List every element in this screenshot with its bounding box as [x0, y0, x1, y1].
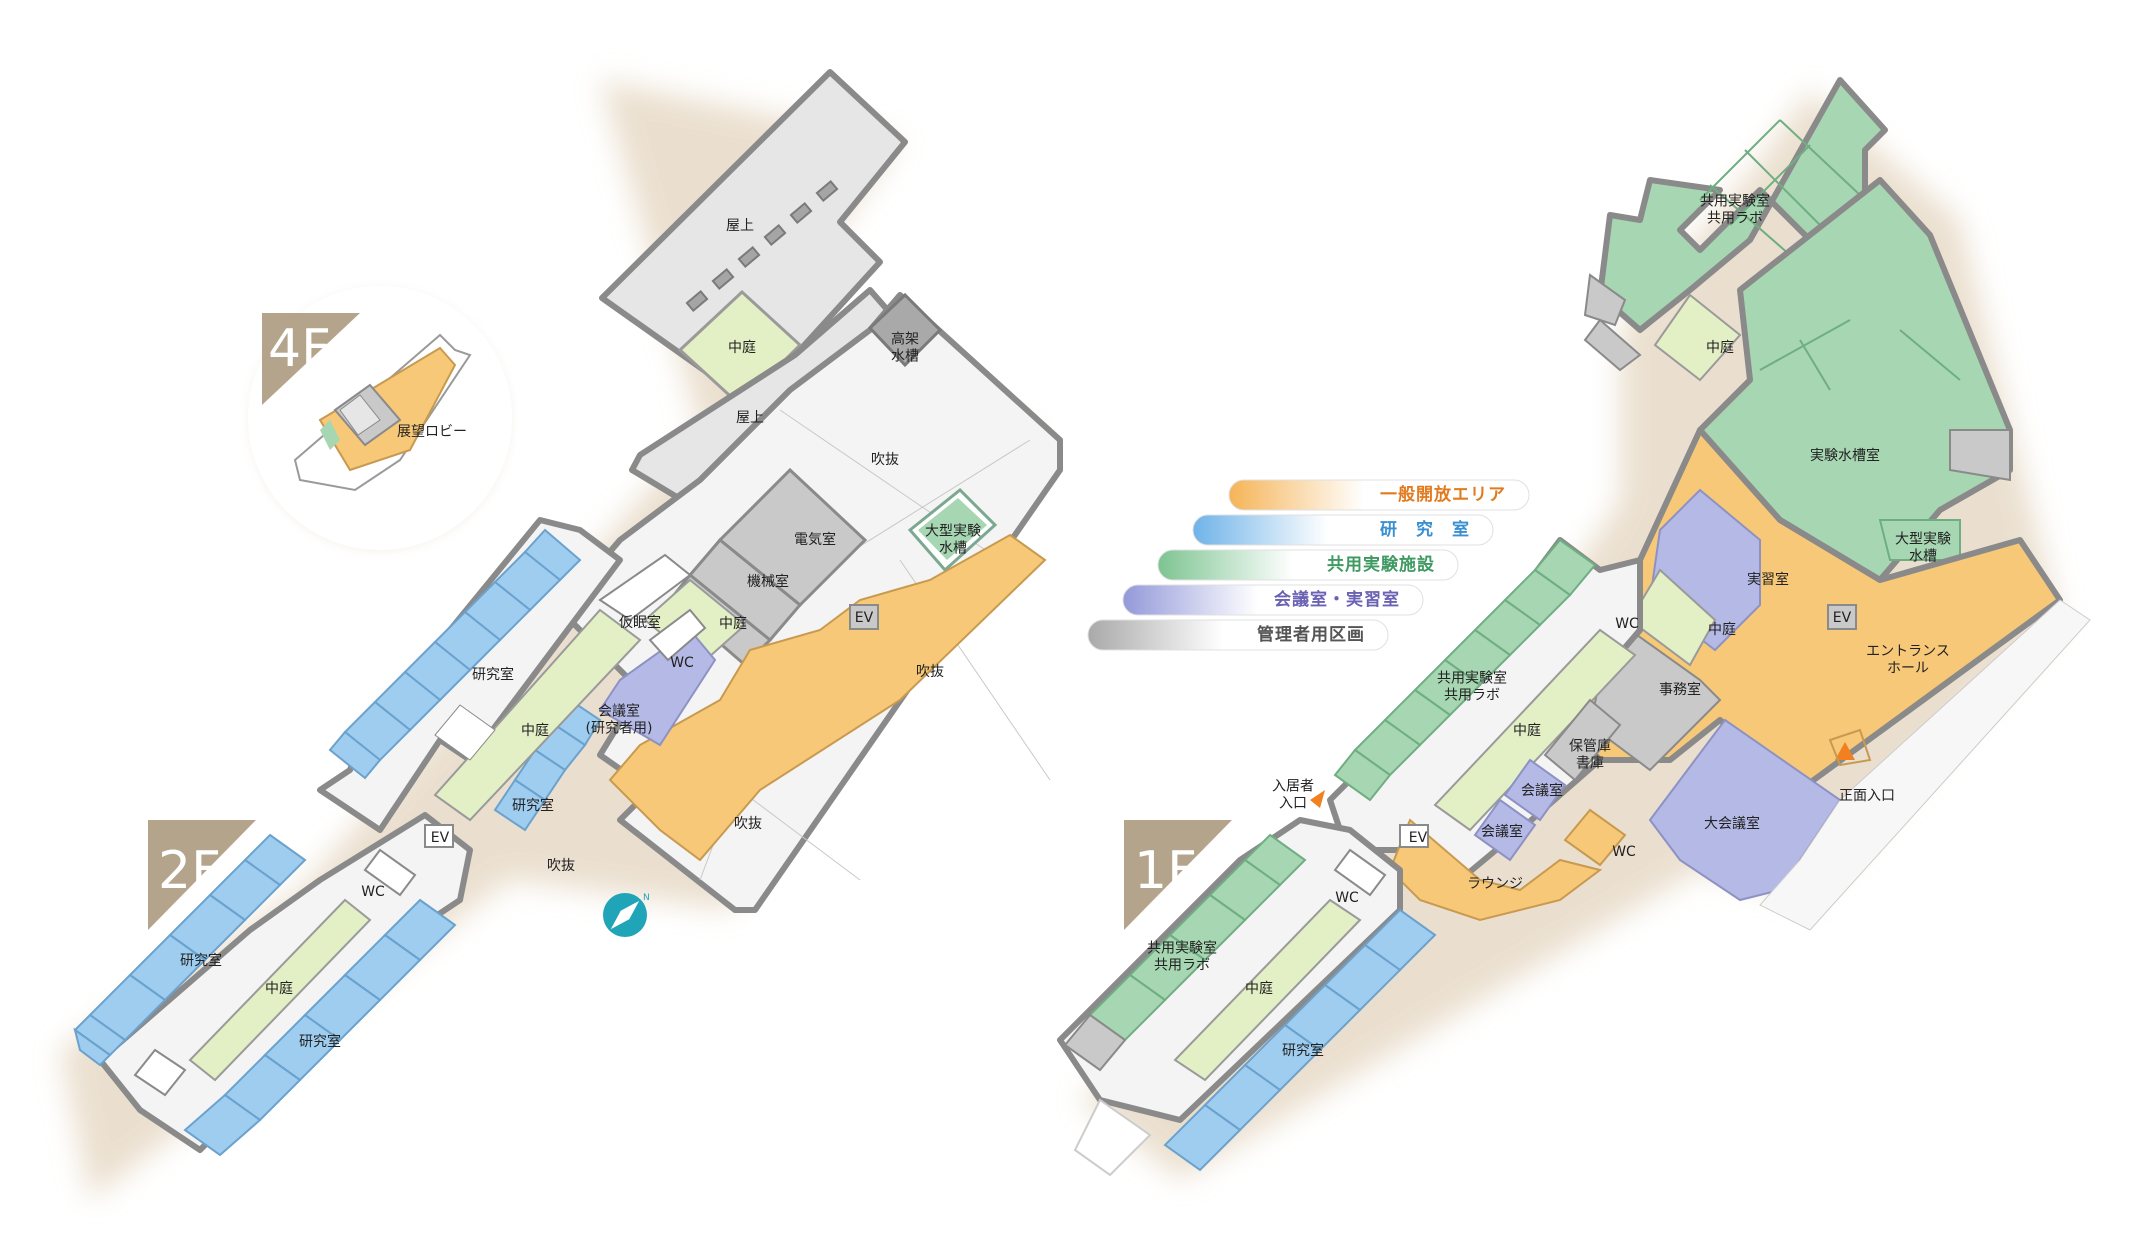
- label-wc-2: WC: [1612, 844, 1636, 860]
- label-courtyard-long: 中庭: [1513, 722, 1541, 739]
- svg-text:2F: 2F: [158, 841, 221, 901]
- label-ev-1: EV: [1833, 610, 1852, 626]
- compass-icon: N: [603, 893, 650, 937]
- label-observation-lobby: 展望ロビー: [397, 424, 467, 440]
- label-shared-lab-top: 共用実験室共用ラボ: [1700, 193, 1770, 227]
- svg-text:管理者用区画: 管理者用区画: [1257, 624, 1365, 645]
- legend: 一般開放エリア 研 究 室 共用実験施設 会議室・実習室 管理者用区画: [1087, 479, 1530, 651]
- label-research: 研究室: [1282, 1042, 1324, 1059]
- label-machine-room: 機械室: [747, 573, 789, 590]
- label-electric-room: 電気室: [794, 531, 836, 548]
- label-void-2: 吹抜: [916, 664, 944, 680]
- label-shared-lab-mid: 共用実験室共用ラボ: [1437, 670, 1507, 704]
- label-large-tank: 大型実験水槽: [925, 524, 981, 557]
- floor-4f-inset: 4F 展望ロビー: [238, 278, 522, 562]
- label-wc-3: WC: [1335, 890, 1359, 906]
- svg-text:1F: 1F: [1134, 841, 1197, 901]
- label-ev-1: EV: [855, 610, 874, 626]
- legend-item-admin: 管理者用区画: [1087, 619, 1389, 651]
- label-storage: 保管庫書庫: [1569, 738, 1611, 772]
- label-research-3: 研究室: [180, 952, 222, 969]
- label-shared-lab-low: 共用実験室共用ラボ: [1147, 940, 1217, 974]
- legend-item-meeting: 会議室・実習室: [1122, 584, 1424, 616]
- label-large-tank: 大型実験水槽: [1895, 532, 1951, 565]
- label-courtyard-mid: 中庭: [1708, 621, 1736, 638]
- label-meeting-1: 会議室: [1521, 782, 1563, 799]
- label-elevated-tank: 高架水槽: [891, 331, 919, 365]
- label-research-2: 研究室: [512, 797, 554, 814]
- label-office: 事務室: [1659, 681, 1701, 698]
- label-courtyard-mid: 中庭: [719, 615, 747, 632]
- label-courtyard-top: 中庭: [1706, 339, 1734, 356]
- floor-tag-2f: 2F: [148, 820, 256, 930]
- label-courtyard-long: 中庭: [521, 722, 549, 739]
- resident-entrance-arrow-icon: [1310, 790, 1325, 808]
- floor-2f-plan: N 2F 屋上 中庭 屋上 高架水槽 吹抜 電気室 大型実験水槽 機械室 中庭 …: [60, 69, 1063, 1200]
- legend-item-shared-lab: 共用実験施設: [1157, 549, 1459, 581]
- floor-1f-labels: 共用実験室共用ラボ 中庭 実験水槽室 大型実験水槽 実習室 中庭 EV エントラ…: [1147, 193, 1951, 1060]
- label-wc-1: WC: [670, 655, 694, 671]
- label-resident-entrance: 入居者入口: [1272, 779, 1314, 812]
- label-wc-2: WC: [361, 884, 385, 900]
- svg-text:研 究 室: 研 究 室: [1380, 519, 1470, 540]
- label-entrance-hall: エントランスホール: [1866, 644, 1950, 677]
- label-ev-2: EV: [431, 830, 450, 846]
- legend-item-research: 研 究 室: [1192, 514, 1494, 546]
- label-ev-2: EV: [1409, 830, 1428, 846]
- label-lounge: ラウンジ: [1467, 876, 1523, 892]
- label-void-4: 吹抜: [547, 858, 575, 874]
- svg-text:一般開放エリア: 一般開放エリア: [1380, 484, 1506, 505]
- label-research-4: 研究室: [299, 1033, 341, 1050]
- floor-1f-plan: 1F 共用実験室共用ラボ 中庭 実験水槽室 大型実験水槽 実習室 中庭 EV エ…: [1057, 77, 2091, 1180]
- floor-tag-1f: 1F: [1124, 820, 1232, 930]
- label-courtyard-low: 中庭: [1245, 980, 1273, 997]
- label-void-1: 吹抜: [871, 452, 899, 468]
- label-roof-top: 屋上: [726, 218, 754, 234]
- label-research-1: 研究室: [472, 666, 514, 683]
- label-nap-room: 仮眠室: [619, 614, 661, 631]
- label-big-meeting: 大会議室: [1704, 815, 1760, 832]
- label-courtyard-low: 中庭: [265, 980, 293, 997]
- svg-text:N: N: [643, 893, 650, 903]
- floor-tag-4f: 4F: [268, 319, 331, 379]
- label-main-entrance: 正面入口: [1839, 788, 1895, 804]
- legend-item-public: 一般開放エリア: [1228, 479, 1530, 511]
- label-wc-1: WC: [1615, 616, 1639, 632]
- main-entrance-arrow-icon: [1835, 742, 1855, 760]
- svg-text:会議室・実習室: 会議室・実習室: [1274, 589, 1400, 610]
- svg-text:共用実験施設: 共用実験施設: [1327, 554, 1435, 575]
- label-tank-room: 実験水槽室: [1810, 447, 1880, 464]
- label-meeting-2: 会議室: [1481, 823, 1523, 840]
- floor-2f-labels: 屋上 中庭 屋上 高架水槽 吹抜 電気室 大型実験水槽 機械室 中庭 EV 吹抜…: [180, 218, 981, 1050]
- label-courtyard-top: 中庭: [728, 339, 756, 356]
- label-training-room: 実習室: [1747, 571, 1789, 588]
- label-roof-mid: 屋上: [736, 410, 764, 426]
- label-void-3: 吹抜: [734, 816, 762, 832]
- label-meeting-room: 会議室(研究者用): [586, 703, 653, 737]
